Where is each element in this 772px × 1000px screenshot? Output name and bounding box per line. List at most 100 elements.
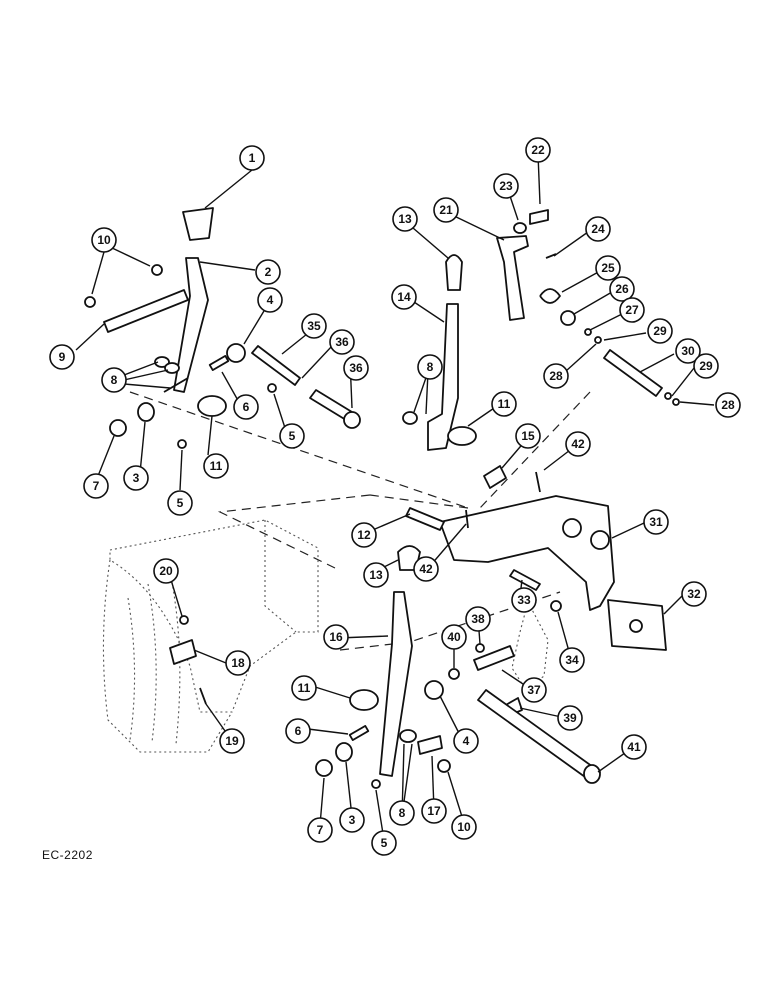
callout-circle (521, 677, 547, 703)
fender-ghost (102, 519, 319, 753)
callout-circle (417, 354, 443, 380)
callout-number: 32 (687, 587, 701, 601)
callout-14: 14 (391, 284, 417, 310)
drawing-code: EC-2202 (42, 848, 93, 862)
callout-number: 37 (527, 683, 541, 697)
spring-25 (539, 288, 561, 304)
callout-40: 40 (441, 624, 467, 650)
callout-23: 23 (493, 173, 519, 199)
callout-number: 6 (295, 724, 302, 738)
callout-30: 30 (675, 338, 701, 364)
washers-8c (402, 411, 418, 425)
callout-17: 17 (421, 798, 447, 824)
callout-10: 10 (451, 814, 477, 840)
callout-number: 16 (329, 630, 343, 644)
callout-24: 24 (585, 216, 611, 242)
nut-5c (371, 779, 381, 789)
callout-number: 18 (231, 656, 245, 670)
callout-number: 42 (571, 437, 585, 451)
callout-41: 41 (621, 734, 647, 760)
nut-20 (179, 615, 189, 625)
callout-number: 29 (699, 359, 713, 373)
callout-circle (323, 624, 349, 650)
callout-2: 2 (255, 259, 281, 285)
nut-7 (109, 419, 127, 437)
callout-31: 31 (643, 509, 669, 535)
callout-5: 5 (371, 830, 397, 856)
callout-circle (421, 798, 447, 824)
callout-number: 33 (517, 593, 531, 607)
valve-block-31 (405, 495, 667, 651)
lower-lever-assembly (315, 545, 601, 789)
callout-number: 29 (653, 324, 667, 338)
callout-35: 35 (301, 313, 327, 339)
callout-circle (441, 624, 467, 650)
nut-10c (437, 759, 451, 773)
callout-4: 4 (257, 287, 283, 313)
callout-circle (621, 734, 647, 760)
callout-10: 10 (91, 227, 117, 253)
callout-7: 7 (307, 817, 333, 843)
spring-8 (163, 377, 189, 393)
callout-number: 11 (210, 459, 223, 473)
lever-14 (427, 303, 459, 451)
nut-5a (177, 439, 187, 449)
nut-10b (84, 296, 96, 308)
callout-circle (255, 259, 281, 285)
callout-number: 17 (427, 804, 441, 818)
washers-8d (399, 729, 417, 743)
callout-circle (233, 394, 259, 420)
callout-circle (433, 197, 459, 223)
callout-33: 33 (511, 587, 537, 613)
callout-11: 11 (491, 391, 517, 417)
callout-15: 15 (515, 423, 541, 449)
callout-number: 11 (298, 681, 311, 695)
callout-number: 42 (419, 562, 433, 576)
screw-24 (545, 253, 557, 259)
callout-number: 28 (721, 398, 735, 412)
bushing-3 (137, 402, 155, 422)
shaft-35 (251, 345, 301, 386)
callout-number: 26 (615, 282, 629, 296)
callout-29: 29 (693, 353, 719, 379)
link-37 (473, 645, 515, 671)
callout-number: 8 (111, 373, 118, 387)
shaft-assembly (251, 345, 361, 429)
callout-circle (643, 509, 669, 535)
callout-number: 4 (267, 293, 274, 307)
callout-number: 5 (177, 496, 184, 510)
callout-number: 10 (97, 233, 111, 247)
callout-number: 34 (565, 653, 579, 667)
callout-circle (557, 705, 583, 731)
callout-number: 8 (399, 806, 406, 820)
plate-17 (417, 735, 443, 755)
top-right-linkage (496, 209, 680, 406)
callout-circle (559, 647, 585, 673)
callout-11: 11 (291, 675, 317, 701)
callout-circle (515, 423, 541, 449)
washers-8b (164, 362, 180, 374)
callout-36: 36 (343, 355, 369, 381)
ring-28b (672, 398, 680, 406)
callout-number: 28 (549, 369, 563, 383)
callout-number: 22 (531, 143, 545, 157)
pin-42a (535, 471, 541, 493)
cover-32-hole (629, 619, 643, 633)
callout-18: 18 (225, 650, 251, 676)
bolt-33 (509, 569, 541, 591)
callout-11: 11 (203, 453, 229, 479)
callout-21: 21 (433, 197, 459, 223)
callout-circle (493, 173, 519, 199)
bushing-4b (424, 680, 444, 700)
callout-number: 36 (335, 335, 349, 349)
bolt-6 (208, 355, 230, 371)
washer-40 (448, 668, 460, 680)
bushing-26 (560, 310, 576, 326)
callout-circle (285, 718, 311, 744)
callout-circle (525, 137, 551, 163)
disc-11 (197, 395, 227, 417)
knob-1 (182, 207, 214, 241)
callout-number: 2 (265, 265, 272, 279)
callout-circle (465, 606, 491, 632)
